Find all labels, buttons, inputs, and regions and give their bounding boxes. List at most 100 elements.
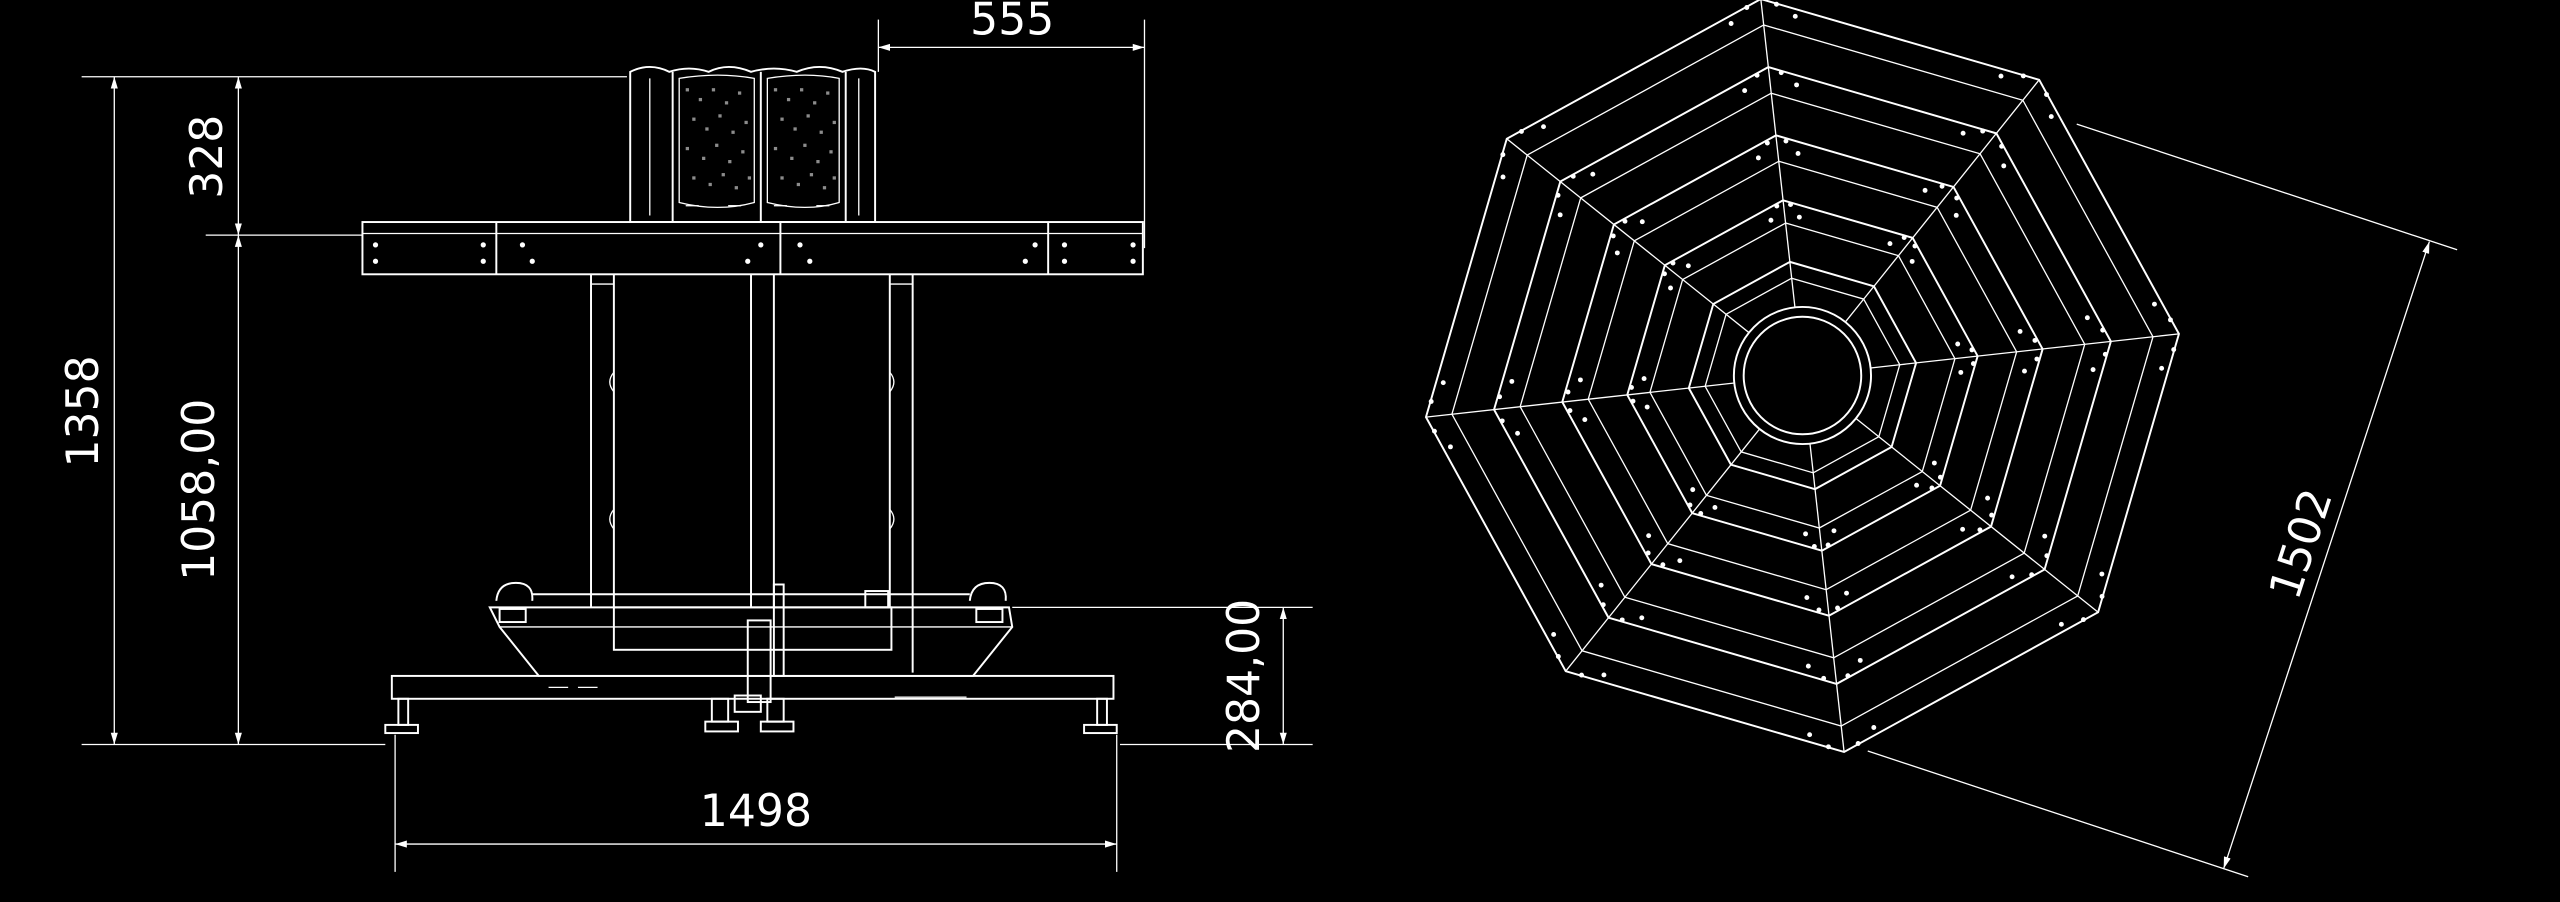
octagon-ring — [1626, 199, 1979, 552]
rivet-dot — [1794, 82, 1800, 88]
rivet-dot — [2001, 163, 2007, 169]
rivet-dot — [1577, 377, 1583, 383]
octagon-hub-spoke — [1791, 278, 1796, 308]
bag-texture-left — [685, 88, 752, 190]
octagon-spoke — [1506, 138, 1727, 315]
rivet-dot — [1914, 482, 1920, 488]
rivet-dot — [1985, 495, 1991, 501]
rivet-dot — [2044, 553, 2050, 559]
center-hub-inner — [1742, 315, 1863, 436]
octagon-hub-spoke — [1855, 417, 1880, 438]
rivet-dot — [2032, 337, 2038, 343]
rivet-dot — [1931, 460, 1937, 466]
rivet-dot — [1788, 202, 1793, 208]
rivet-dot — [1969, 347, 1975, 353]
rivet-dot — [1960, 526, 1966, 532]
rivet-dot — [2084, 315, 2090, 321]
rivet-dot — [1958, 369, 1964, 375]
octagon-ring — [1649, 222, 1956, 529]
rivet-dot — [1600, 602, 1606, 608]
octagon-rivets — [1428, 1, 2177, 750]
rivet-dot — [1912, 243, 1918, 249]
rivet-dot — [1977, 527, 1983, 533]
rivet-dot — [1844, 590, 1849, 596]
rivet-dot — [1662, 271, 1667, 277]
octagon-ring — [1451, 24, 2154, 727]
rivet-dot — [1831, 528, 1837, 534]
rivet-dot — [1901, 235, 1907, 241]
rivet-dot — [1939, 183, 1945, 189]
rivet-dot — [2171, 347, 2177, 353]
rivet-dot — [1641, 376, 1647, 382]
octagon-ring — [1687, 260, 1918, 491]
octagon-spoke — [1812, 472, 1845, 753]
rivet-dot — [1668, 285, 1673, 291]
rivet-dot — [1937, 474, 1943, 480]
dim-table-height: 1058,00 — [174, 399, 225, 581]
rivet-dot — [1432, 428, 1437, 434]
rivet-dot — [1646, 533, 1652, 539]
rivet-dot — [1541, 124, 1546, 130]
rivet-dot — [1999, 143, 2005, 149]
rivet-dot — [1629, 384, 1634, 390]
rivet-dot — [1803, 531, 1809, 537]
octagon-hub-spoke — [1809, 443, 1814, 473]
rivet-dot — [1555, 192, 1561, 198]
rivet-dot — [2168, 317, 2173, 323]
octagon-spoke — [1899, 333, 2180, 366]
rivet-dot — [1598, 582, 1604, 588]
rivet-dot — [1825, 744, 1831, 750]
top-module — [629, 65, 877, 224]
rivet-dot — [2090, 367, 2096, 373]
rivet-dot — [1500, 152, 1506, 158]
rivet-dot — [1497, 394, 1503, 400]
octagon-ring — [1561, 134, 2044, 617]
rivet-dot — [1998, 73, 2004, 79]
column — [590, 274, 914, 673]
rivet-dot — [1712, 504, 1718, 510]
octagon-hub-spoke — [1844, 298, 1865, 323]
rivet-dot — [1687, 502, 1693, 508]
dimension-lines — [110, 43, 1287, 848]
octagon-spoke — [1565, 451, 1742, 672]
rivet-dot — [1619, 617, 1625, 623]
octagon-ring — [1492, 66, 2112, 685]
rivet-dot — [1499, 418, 1505, 424]
rivet-dot — [1989, 512, 1995, 518]
rivet-dot — [1630, 398, 1636, 404]
rivet-dot — [2099, 571, 2105, 577]
rivet-dot — [1929, 485, 1935, 491]
rivet-dot — [1519, 128, 1524, 134]
rivet-dot — [2102, 351, 2108, 357]
diagonal-dimension — [1867, 123, 2458, 878]
rivet-dot — [1639, 219, 1645, 225]
rivet-dot — [1807, 732, 1813, 738]
rivet-dot — [1590, 171, 1596, 177]
rivet-dot — [1960, 130, 1966, 136]
rivet-dot — [1835, 605, 1841, 611]
rivet-dot — [2100, 327, 2106, 333]
dim-top-module-height: 328 — [182, 115, 233, 199]
rivet-dot — [1579, 672, 1585, 678]
dim-total-height: 1358 — [58, 355, 109, 467]
octagon-spoke — [1760, 0, 1793, 279]
extension-lines — [81, 19, 1313, 872]
rivet-dot — [2022, 368, 2027, 374]
rivet-dot — [1660, 562, 1666, 568]
rivet-dot — [2017, 328, 2023, 334]
octagon-hub-spoke — [1725, 313, 1750, 334]
dim-top-module-offset: 555 — [970, 0, 1054, 45]
rivet-dot — [1754, 72, 1760, 78]
rivet-dot — [1805, 663, 1811, 669]
octagon-spoke — [1863, 79, 2040, 300]
rivet-dot — [1644, 404, 1650, 410]
rivet-dot — [1515, 430, 1520, 436]
rivet-dot — [1922, 187, 1928, 193]
octagon-hub-spoke — [1870, 364, 1900, 369]
rivet-dot — [1428, 399, 1434, 404]
octagon-hub-spoke — [1705, 382, 1735, 387]
dim-base-width: 1498 — [700, 786, 812, 837]
rivet-dot — [1764, 140, 1770, 146]
rivet-dot — [2029, 572, 2035, 578]
rivet-dot — [1690, 487, 1696, 493]
